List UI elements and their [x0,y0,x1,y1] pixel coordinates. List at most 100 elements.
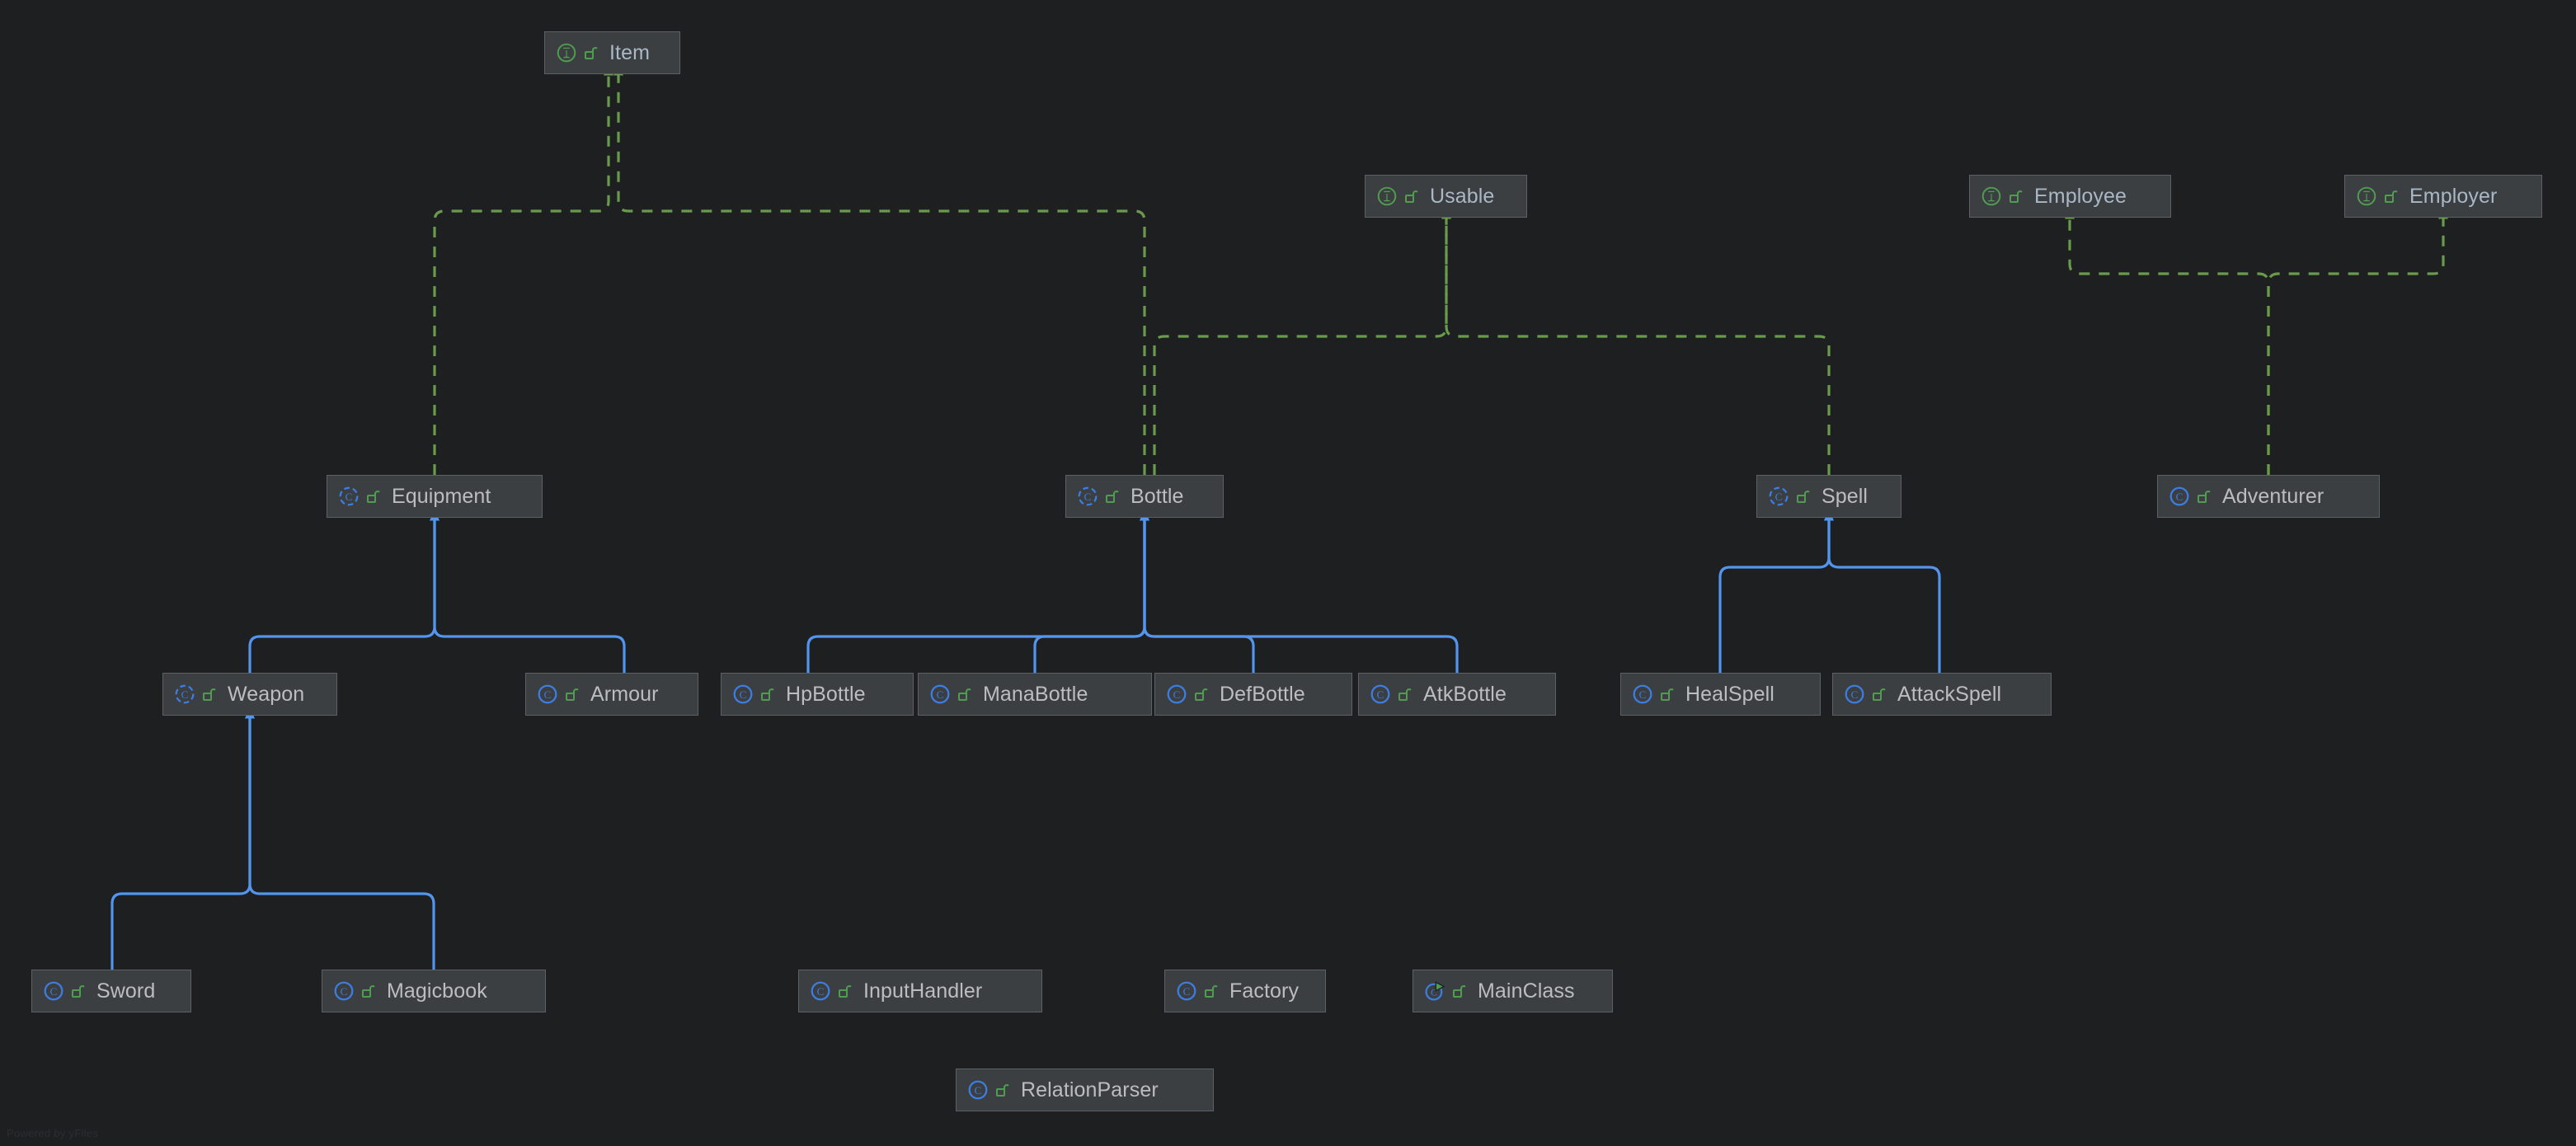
svg-text:C: C [341,985,348,998]
unlock-icon [2385,190,2398,203]
edge-weapon-equipment [248,519,435,673]
edge-manabottle-bottle [1033,519,1145,673]
node-item[interactable]: I Item [544,31,680,74]
svg-text:I: I [1990,191,1993,203]
class-icon: C [930,684,950,704]
edge-equipment-item [433,74,609,475]
node-label: HpBottle [786,682,866,706]
edge-hpbottle-bottle [806,519,1145,673]
interface-icon: I [2357,186,2376,206]
svg-text:C: C [1851,688,1859,701]
edge-adventurer-employee [2070,218,2270,475]
edge-magicbook-weapon [250,717,435,970]
edge-armour-equipment [435,519,626,673]
unlock-icon [566,688,579,701]
edge-atkbottle-bottle [1145,519,1459,673]
svg-text:C: C [975,1084,982,1097]
unlock-icon [362,985,375,998]
node-factory[interactable]: C Factory [1164,970,1326,1012]
class-icon: C [968,1080,988,1100]
edge-adventurer-employer [2267,218,2443,475]
svg-text:I: I [1385,191,1389,203]
svg-text:C: C [937,688,944,701]
node-magicbook[interactable]: C Magicbook [322,970,546,1012]
unlock-icon [1398,688,1412,701]
unlock-icon [2010,190,2023,203]
node-label: Employer [2409,184,2498,208]
class-icon: C [44,981,63,1001]
unlock-icon [1797,491,1810,503]
svg-text:C: C [1084,491,1092,503]
svg-text:C: C [1431,987,1437,998]
node-bottle[interactable]: C Bottle [1065,475,1224,518]
node-label: Employee [2034,184,2127,208]
unlock-icon [72,985,85,998]
node-label: Usable [1430,184,1495,208]
unlock-icon [585,47,598,59]
class-icon: C [733,684,753,704]
svg-text:C: C [544,688,552,701]
node-sword[interactable]: C Sword [31,970,191,1012]
node-label: HealSpell [1685,682,1775,706]
unlock-icon [203,688,216,701]
node-label: Equipment [392,484,491,508]
svg-text:C: C [1775,491,1783,503]
interface-icon: I [1377,186,1397,206]
node-relationparser[interactable]: C RelationParser [956,1069,1214,1111]
node-label: Adventurer [2222,484,2325,508]
class-icon: C [1633,684,1652,704]
yfiles-watermark: Powered by yFiles [7,1127,99,1139]
svg-text:I: I [565,48,568,59]
unlock-icon [1205,985,1218,998]
class-icon: C [538,684,557,704]
node-healspell[interactable]: C HealSpell [1620,673,1821,716]
class-icon: C [1845,684,1864,704]
node-label: Factory [1229,979,1300,1003]
unlock-icon [839,985,852,998]
node-label: AttackSpell [1897,682,2002,706]
node-attackspell[interactable]: C AttackSpell [1832,673,2052,716]
edge-bottle-usable [1153,218,1446,475]
node-usable[interactable]: I Usable [1365,175,1527,218]
class-icon: C [811,981,830,1001]
node-label: DefBottle [1220,682,1305,706]
node-mainclass[interactable]: C MainClass [1413,970,1613,1012]
svg-text:C: C [346,491,353,503]
node-label: MainClass [1478,979,1575,1003]
node-employer[interactable]: I Employer [2344,175,2542,218]
node-equipment[interactable]: C Equipment [327,475,543,518]
node-label: InputHandler [863,979,983,1003]
node-label: Armour [590,682,659,706]
node-adventurer[interactable]: C Adventurer [2157,475,2380,518]
svg-text:C: C [2176,491,2183,503]
class-icon: C [1167,684,1187,704]
abstract-class-icon: C [1078,486,1098,506]
svg-text:C: C [1377,688,1384,701]
node-inputhandler[interactable]: C InputHandler [798,970,1042,1012]
unlock-icon [1661,688,1674,701]
node-label: Bottle [1131,484,1184,508]
class-icon: C [2169,486,2189,506]
edge-spell-usable [1446,218,1831,475]
node-armour[interactable]: C Armour [525,673,698,716]
node-employee[interactable]: I Employee [1969,175,2171,218]
svg-text:C: C [1639,688,1647,701]
node-spell[interactable]: C Spell [1756,475,1901,518]
class-icon: C [1370,684,1390,704]
svg-text:C: C [1173,688,1181,701]
svg-text:C: C [50,985,58,998]
unlock-icon [761,688,774,701]
node-weapon[interactable]: C Weapon [162,673,337,716]
node-defbottle[interactable]: C DefBottle [1154,673,1352,716]
node-label: ManaBottle [983,682,1088,706]
svg-text:C: C [817,985,825,998]
node-atkbottle[interactable]: C AtkBottle [1358,673,1556,716]
unlock-icon [1195,688,1208,701]
node-label: Weapon [228,682,305,706]
interface-icon: I [1981,186,2001,206]
unlock-icon [996,1084,1009,1097]
node-hpbottle[interactable]: C HpBottle [721,673,914,716]
class-icon: C [334,981,354,1001]
node-manabottle[interactable]: C ManaBottle [918,673,1152,716]
